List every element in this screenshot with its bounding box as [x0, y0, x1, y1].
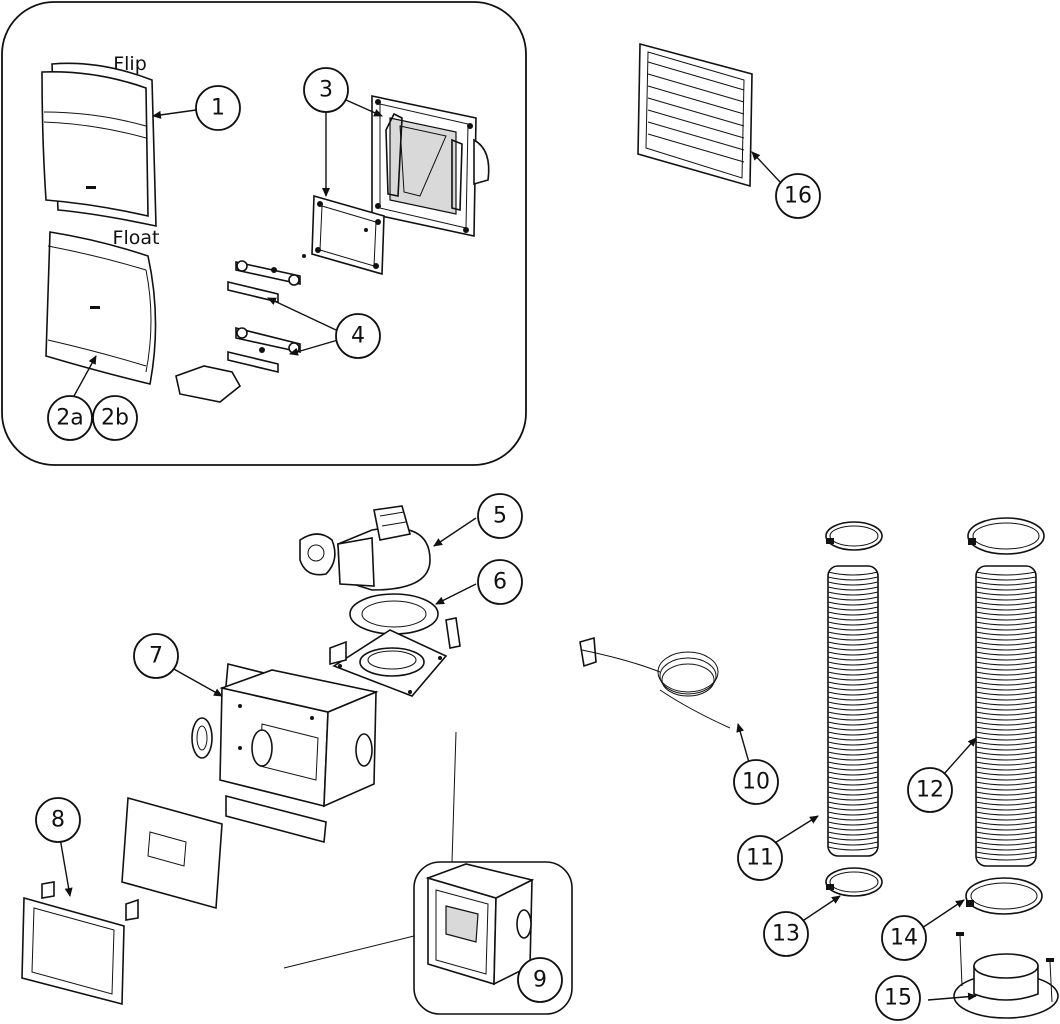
housing-box: [219, 662, 379, 808]
callout-6: 6: [477, 559, 523, 605]
assembled-unit: [425, 863, 535, 986]
adapter-plate: [311, 194, 385, 276]
side-collar: [191, 717, 213, 759]
svg-text:7: 7: [149, 644, 163, 669]
callout-16: 16: [775, 173, 821, 219]
callout-2a: 2a: [47, 395, 93, 441]
svg-text:11: 11: [746, 846, 774, 871]
callout-3: 3: [303, 67, 349, 113]
frame-clip-right: [125, 898, 139, 921]
svg-text:9: 9: [533, 968, 547, 993]
callout-10: 10: [733, 759, 779, 805]
callout-7: 7: [133, 633, 179, 679]
transition-plate: [332, 629, 448, 697]
bracket-right: [445, 617, 461, 649]
callout-1: 1: [195, 85, 241, 131]
duct-connector-flange: [953, 932, 1059, 1019]
callout-2b: 2b: [92, 395, 138, 441]
svg-text:5: 5: [493, 504, 507, 529]
callout-5: 5: [477, 493, 523, 539]
callout-15: 15: [875, 975, 921, 1021]
svg-text:15: 15: [884, 986, 912, 1011]
svg-text:6: 6: [493, 570, 507, 595]
flange-gasket: [349, 593, 439, 635]
front-panel-inset-frame: [1, 1, 527, 466]
callout-4: 4: [335, 313, 381, 359]
flip-front-panel: [41, 62, 157, 227]
frame-clip-left: [41, 881, 55, 899]
svg-text:2b: 2b: [101, 406, 129, 431]
hose-clamp-large: [965, 877, 1043, 915]
assembled-unit-inset-frame: [413, 861, 573, 1015]
callout-14: 14: [881, 915, 927, 961]
callout-11: 11: [737, 835, 783, 881]
svg-text:13: 13: [772, 922, 800, 947]
panel-clip: [175, 365, 242, 403]
bottom-bracket: [225, 794, 327, 844]
callout-8: 8: [35, 797, 81, 843]
outdoor-grille: [637, 42, 753, 188]
flexible-duct-small: [827, 565, 879, 857]
svg-text:4: 4: [351, 324, 365, 349]
svg-text:1: 1: [211, 96, 225, 121]
callout-13: 13: [763, 911, 809, 957]
hose-clamp-top-large: [967, 517, 1045, 555]
hinge-upper: [227, 254, 306, 304]
svg-text:10: 10: [742, 770, 770, 795]
fan-motor: [299, 505, 431, 591]
outer-frame: [21, 896, 125, 1006]
float-front-panel: [45, 231, 157, 385]
wiring-harness: [579, 636, 731, 729]
callout-12: 12: [907, 767, 953, 813]
svg-text:14: 14: [890, 926, 918, 951]
svg-text:12: 12: [916, 778, 944, 803]
svg-text:3: 3: [319, 78, 333, 103]
bracket-left: [329, 640, 347, 666]
flexible-duct-large: [975, 565, 1037, 867]
hinge-lower: [227, 326, 301, 374]
svg-text:8: 8: [51, 808, 65, 833]
svg-text:2a: 2a: [56, 406, 83, 431]
inner-mounting-plate: [121, 796, 223, 910]
callout-9: 9: [517, 957, 563, 1003]
hose-clamp-top-small: [825, 521, 883, 551]
mounting-frame: [371, 95, 490, 237]
hose-clamp-small: [825, 867, 883, 897]
label-float: Float: [113, 227, 160, 249]
svg-text:16: 16: [784, 184, 812, 209]
